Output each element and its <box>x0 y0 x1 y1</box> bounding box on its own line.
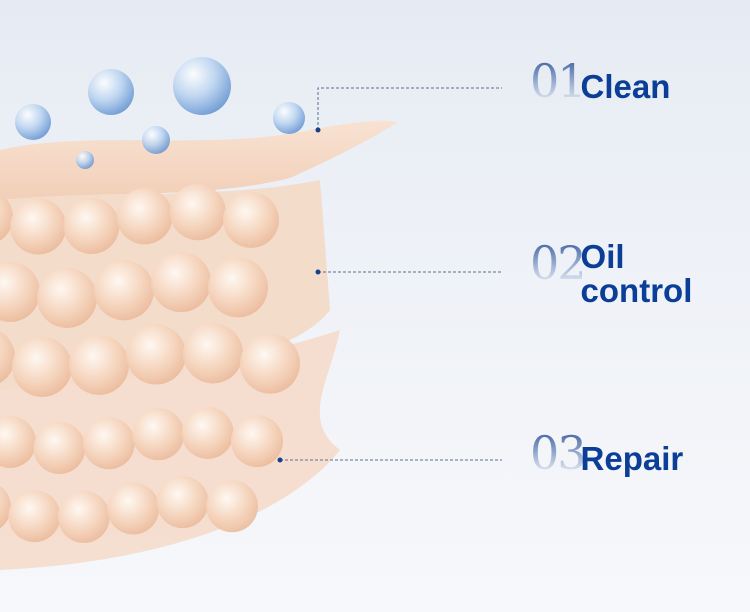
skin-cell <box>57 490 110 543</box>
skin-cell <box>12 336 72 397</box>
skin-cell <box>126 324 186 385</box>
skin-cell <box>0 485 11 529</box>
skin-cell <box>0 261 40 322</box>
step-repair: 03 Repair <box>530 430 683 476</box>
connector-line-1 <box>317 87 502 130</box>
step-number: 01 <box>530 54 587 108</box>
water-droplet <box>173 57 231 115</box>
water-droplet <box>15 104 51 140</box>
skin-cell <box>63 198 120 255</box>
step-label: Clean <box>580 68 671 105</box>
connector-dot-1 <box>315 127 321 133</box>
top-skin-layer <box>0 120 398 200</box>
skin-cell <box>223 191 279 248</box>
skin-cell <box>33 421 86 474</box>
step-number: 03 <box>530 426 587 480</box>
skin-cell <box>132 408 185 461</box>
skin-cell <box>116 188 173 245</box>
skin-cell <box>82 417 135 470</box>
water-droplet <box>142 126 170 154</box>
skin-cell <box>206 480 258 533</box>
skin-cell <box>69 334 129 395</box>
skin-cell <box>151 252 211 313</box>
connector-dot-2 <box>315 269 321 275</box>
connector-dot-3 <box>277 457 283 463</box>
step-oil-control: 02 Oil control <box>530 240 721 308</box>
skin-cell <box>107 482 160 535</box>
skin-cell <box>94 260 154 321</box>
skin-cell <box>169 184 226 241</box>
skin-cell <box>240 333 300 394</box>
step-clean: 01 Clean <box>530 58 670 104</box>
skin-cell <box>231 415 283 468</box>
skin-cell <box>183 323 243 384</box>
skin-cell <box>0 331 15 384</box>
skin-cell <box>208 257 268 318</box>
connector-lines <box>280 87 502 461</box>
step-number: 02 <box>530 236 587 290</box>
skin-cell <box>8 490 61 543</box>
skin-cell <box>37 267 97 328</box>
step-label: Oil control <box>580 238 693 309</box>
skin-cell <box>10 198 67 255</box>
water-droplet <box>88 69 134 115</box>
water-droplet <box>76 151 94 169</box>
skin-cell <box>181 406 234 459</box>
skin-cell <box>0 415 36 468</box>
skin-cell <box>156 476 209 529</box>
step-label: Repair <box>580 440 684 477</box>
water-droplet <box>273 102 305 134</box>
skin-cell <box>0 193 13 241</box>
